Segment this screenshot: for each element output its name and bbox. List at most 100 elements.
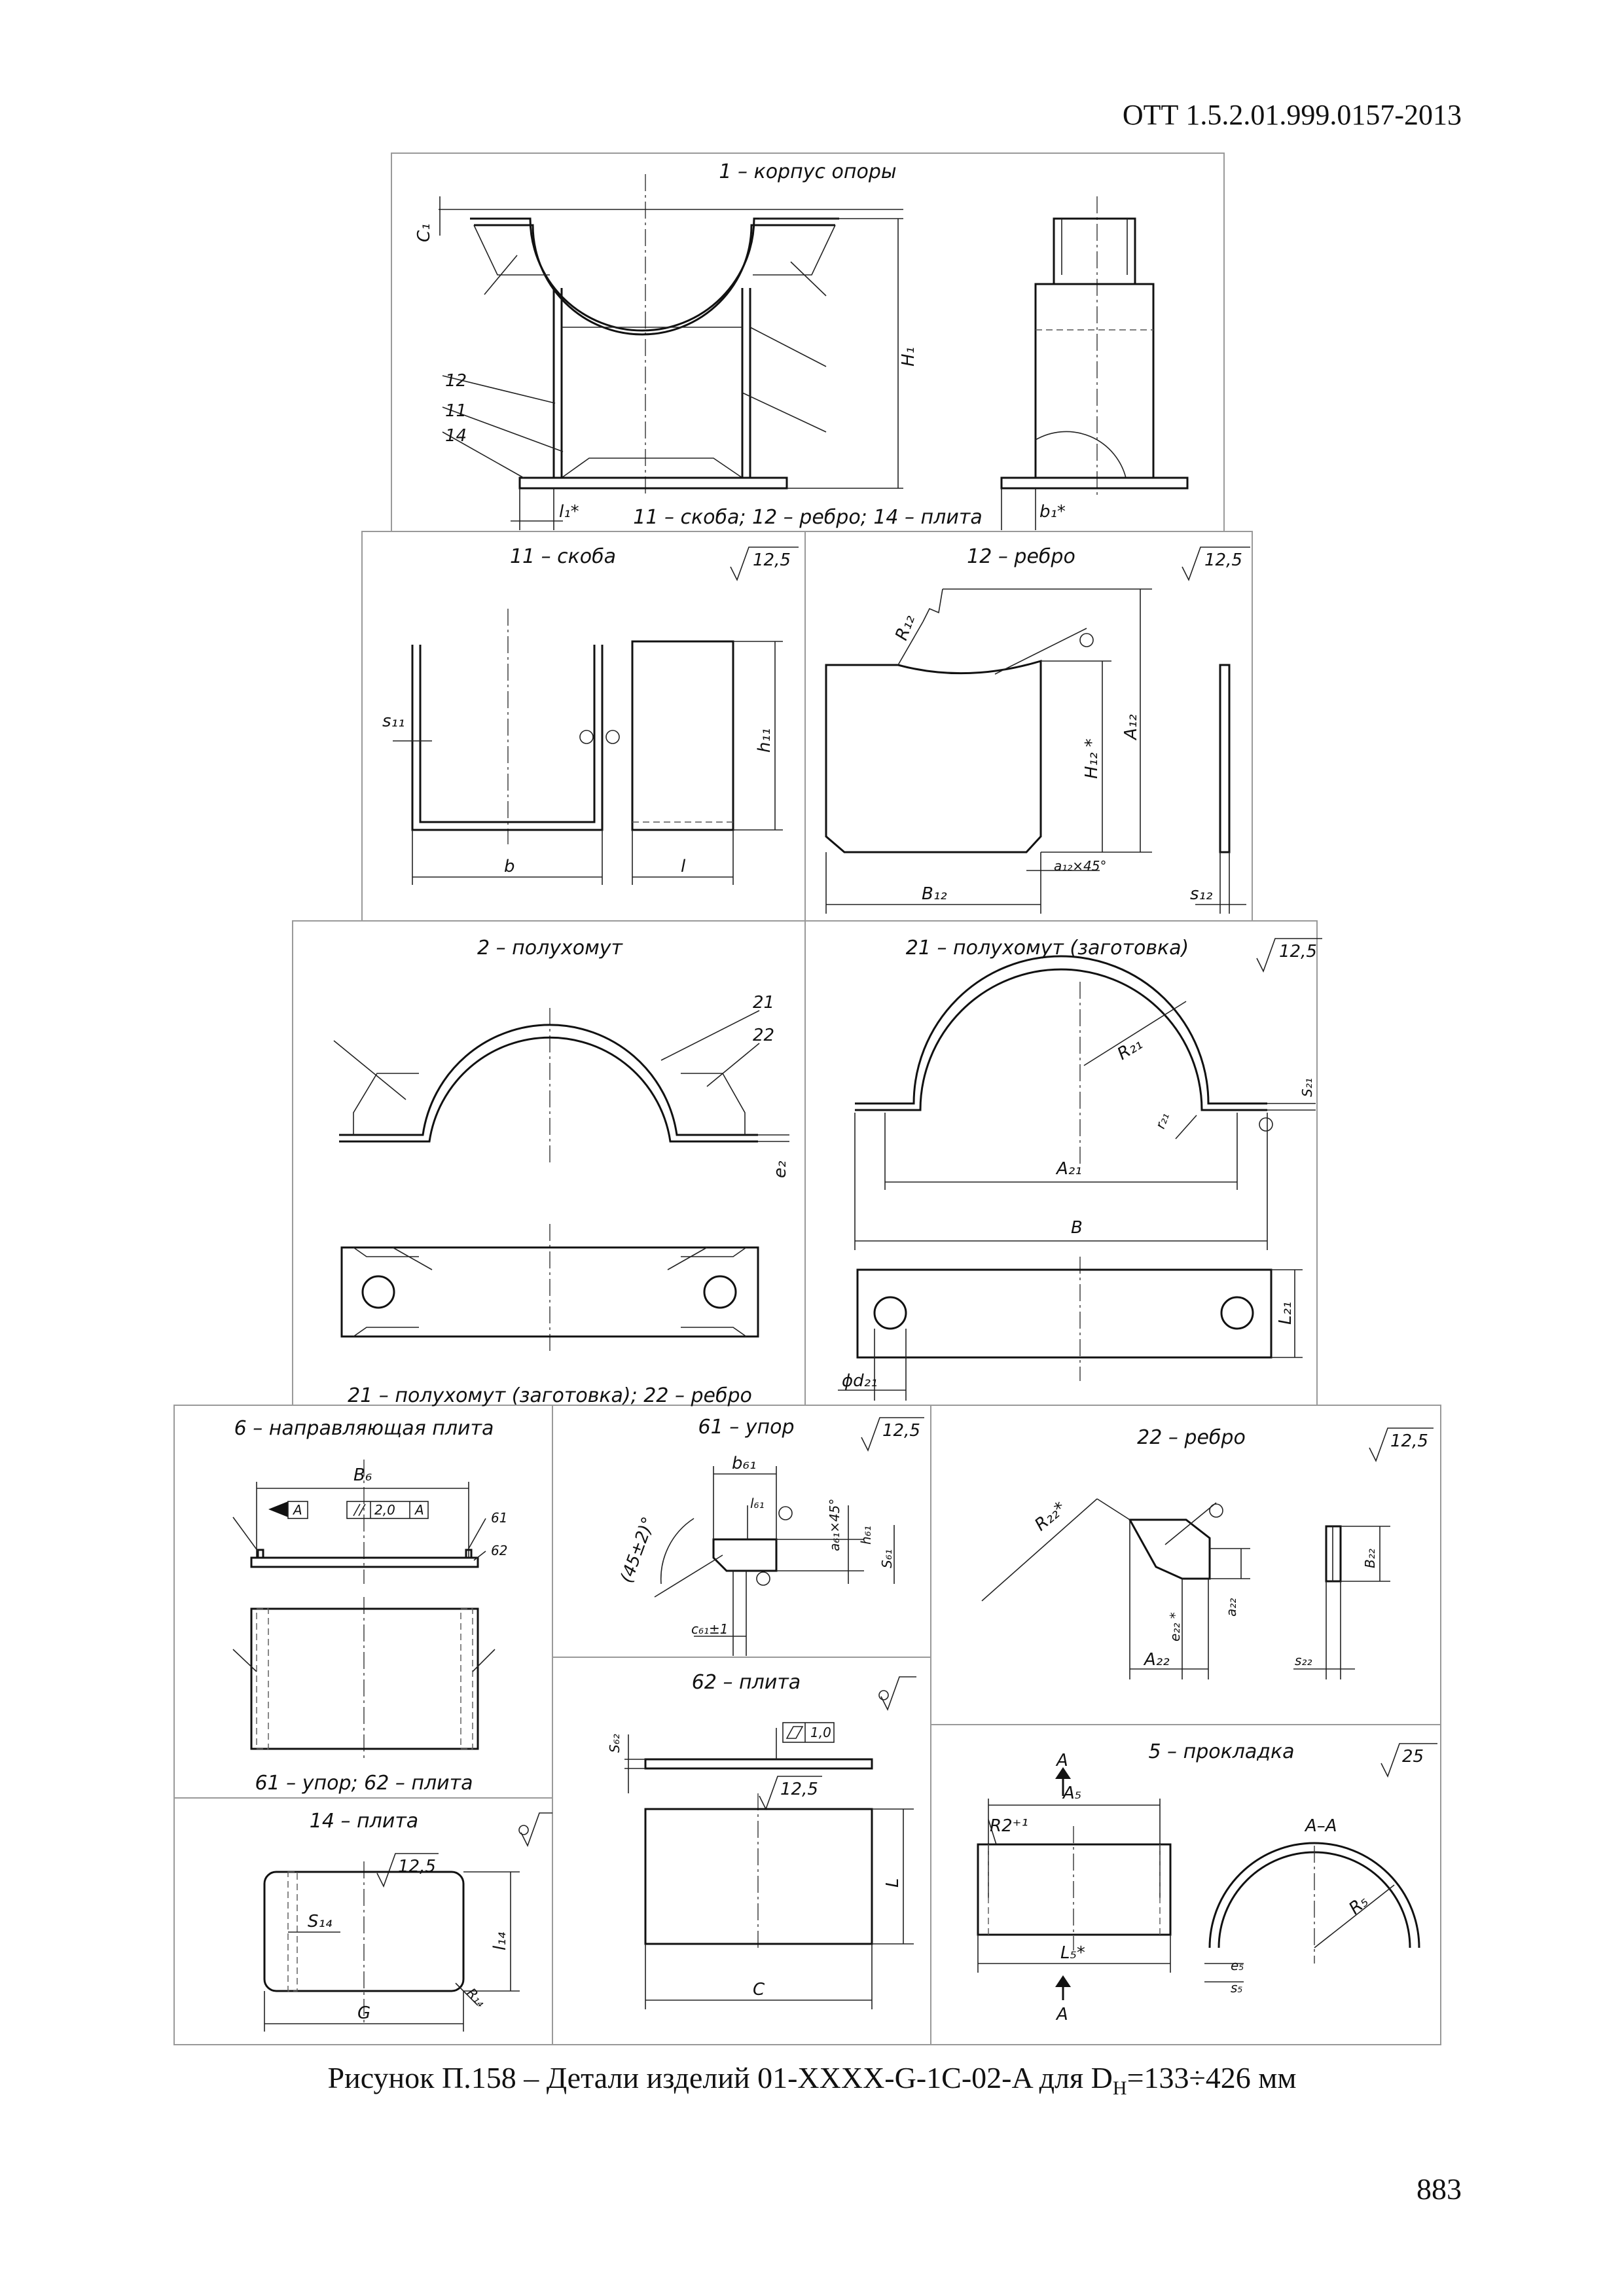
dim-l: L — [883, 1878, 903, 1888]
panel-title: 62 – плита — [692, 1671, 801, 1694]
roughness-mark: 25 — [1380, 1743, 1437, 1778]
panel-title: 14 – плита — [310, 1810, 418, 1833]
flatness-value: 1,0 — [810, 1725, 831, 1740]
dim-h12: H₁₂ * — [1082, 738, 1102, 779]
dim-s62: S₆₂ — [607, 1734, 623, 1753]
dim-r12: R₁₂ — [892, 613, 919, 643]
panel-plate-14: 14 – плита 12,5 S₁₄ l₁₄ G R₁₄ — [263, 1810, 552, 2032]
roughness-value: 12,5 — [882, 1421, 920, 1441]
callout-21: 21 — [753, 993, 774, 1013]
panel-title: 12 – ребро — [967, 545, 1075, 568]
panel-title: 2 – полухомут — [477, 937, 624, 960]
callout-11: 11 — [445, 401, 467, 421]
section-cut-label-bottom: А — [1055, 2005, 1068, 2024]
roughness-value: 12,5 — [398, 1857, 436, 1876]
roughness-mark-general — [518, 1812, 552, 1848]
cut-arrow-icon — [1055, 1975, 1071, 1987]
roughness-value: 25 — [1402, 1747, 1424, 1767]
dim-l: l — [681, 857, 686, 876]
panel-title: 5 – прокладка — [1148, 1740, 1294, 1763]
dim-a5: A₅ — [1062, 1784, 1081, 1803]
roughness-value: 12,5 — [1390, 1431, 1428, 1451]
callout-12: 12 — [445, 371, 467, 391]
dim-a12: A₁₂ — [1121, 714, 1141, 741]
caption-prefix: Рисунок П.158 – Детали изделий 01-XXXX-G… — [327, 2061, 1113, 2094]
panel-footer: 21 – полухомут (заготовка); 22 – ребро — [348, 1384, 752, 1407]
dim-c61: c₆₁±1 — [691, 1621, 729, 1637]
panel-rib-12: 12 – ребро 12,5 R₁₂ A₁₂ H₁₂ * B₁₂ a₁₂×45… — [825, 545, 1250, 914]
dim-s11: s₁₁ — [382, 711, 405, 731]
roughness-value: 12,5 — [753, 550, 791, 570]
dim-d21: ϕd₂₁ — [842, 1371, 878, 1391]
dim-b: b — [504, 857, 515, 876]
panel-half-clamp-blank: 21 – полухомут (заготовка) 12,5 R₂₁ r₂₁ … — [838, 937, 1322, 1401]
roughness-value: 12,5 — [780, 1780, 818, 1799]
front-view: 12 11 14 C₁ H₁ l₁* — [414, 174, 918, 530]
panel-frames — [173, 152, 1441, 2045]
section-label: А–А — [1304, 1816, 1337, 1836]
panel-half-clamp: 2 – полухомут 21 22 e₂ 21 – полухомут (з… — [333, 937, 790, 1407]
datum-letter: A — [292, 1502, 302, 1518]
panel-stop: 61 – упор 12,5 b₆₁ l₆₁ a₆₁×45° h₆₁ S₆₁ (… — [617, 1416, 924, 1656]
dim-r14: R₁₄ — [463, 1985, 488, 2010]
roughness-mark: 12,5 — [861, 1417, 924, 1452]
dim-a22-large: A₂₂ — [1143, 1650, 1170, 1670]
dim-h61: h₆₁ — [858, 1526, 874, 1545]
dim-g: G — [357, 2003, 370, 2023]
roughness-mark: 12,5 — [1182, 547, 1250, 582]
dim-b: B — [1071, 1218, 1083, 1238]
side-view: b₁* — [1000, 196, 1189, 530]
callout-22: 22 — [753, 1026, 774, 1045]
tolerance-datum: A — [414, 1502, 424, 1518]
dim-b6: B₆ — [353, 1465, 372, 1485]
datum-triangle-icon — [268, 1501, 288, 1517]
cut-arrow-icon — [1055, 1767, 1071, 1779]
dim-l14: l₁₄ — [490, 1931, 510, 1950]
panel-title: 61 – упор — [698, 1416, 794, 1439]
dim-l21: L₂₁ — [1276, 1302, 1295, 1325]
figure-caption: Рисунок П.158 – Детали изделий 01-XXXX-G… — [0, 2060, 1624, 2100]
dim-s21: S₂₁ — [1299, 1078, 1315, 1097]
roughness-mark: 12,5 — [759, 1776, 822, 1811]
callout-61: 61 — [491, 1510, 507, 1526]
dim-r21: R₂₁ — [1114, 1034, 1146, 1064]
dim-a12-chamfer: a₁₂×45° — [1054, 858, 1107, 874]
dim-s5: s₅ — [1231, 1980, 1242, 1996]
caption-subscript: Н — [1112, 2077, 1127, 2100]
document-code: ОТТ 1.5.2.01.999.0157-2013 — [1122, 99, 1462, 131]
dim-s22: s₂₂ — [1295, 1653, 1312, 1668]
dim-s12: s₁₂ — [1190, 884, 1212, 904]
page-number: 883 — [1416, 2172, 1462, 2206]
dim-h1: H₁ — [899, 347, 918, 367]
roughness-value: 12,5 — [1279, 942, 1317, 961]
panel-title: 11 – скоба — [510, 545, 616, 568]
dim-r2: R2⁺¹ — [990, 1816, 1028, 1836]
panel-title: 21 – полухомут (заготовка) — [906, 937, 1189, 960]
roughness-mark: 12,5 — [1369, 1427, 1434, 1463]
dim-s61: S₆₁ — [879, 1549, 895, 1568]
panel-rib-22: 22 – ребро 12,5 R₂₂* a₂₂ e₂₂ * A₂₂ B₂₂ s… — [981, 1426, 1434, 1679]
dim-r5: R₅ — [1345, 1892, 1372, 1918]
panel-guide-plate: 6 – направляющая плита B₆ A 2,0 A 61 62 … — [232, 1417, 507, 1795]
callout-62: 62 — [491, 1543, 507, 1558]
roughness-value: 12,5 — [1204, 550, 1242, 570]
dim-e5: e₅ — [1231, 1958, 1244, 1973]
dim-a22: a₂₂ — [1223, 1598, 1239, 1617]
callout-14: 14 — [445, 426, 467, 446]
dim-angle: (45±2)° — [617, 1515, 659, 1586]
tolerance-value: 2,0 — [374, 1502, 395, 1518]
panel-body-support: 1 – корпус опоры — [414, 160, 1189, 530]
dim-l1: l₁* — [559, 502, 579, 522]
roughness-mark: 12,5 — [730, 547, 799, 582]
section-cut-label-top: А — [1055, 1751, 1068, 1770]
dim-r21-small: r₂₁ — [1152, 1111, 1172, 1131]
panel-gasket: 5 – прокладка 25 А A₅ R2⁺¹ L₅* А А–А R₅ — [977, 1740, 1437, 2024]
dim-r22: R₂₂* — [1031, 1498, 1070, 1535]
panel-title: 22 – ребро — [1137, 1426, 1246, 1449]
dim-b22: B₂₂ — [1362, 1549, 1378, 1568]
dim-e2: e₂ — [770, 1161, 790, 1178]
dim-l61: l₆₁ — [750, 1496, 765, 1511]
dim-b1: b₁* — [1039, 502, 1066, 522]
panel-footer: 61 – упор; 62 – плита — [255, 1772, 473, 1795]
